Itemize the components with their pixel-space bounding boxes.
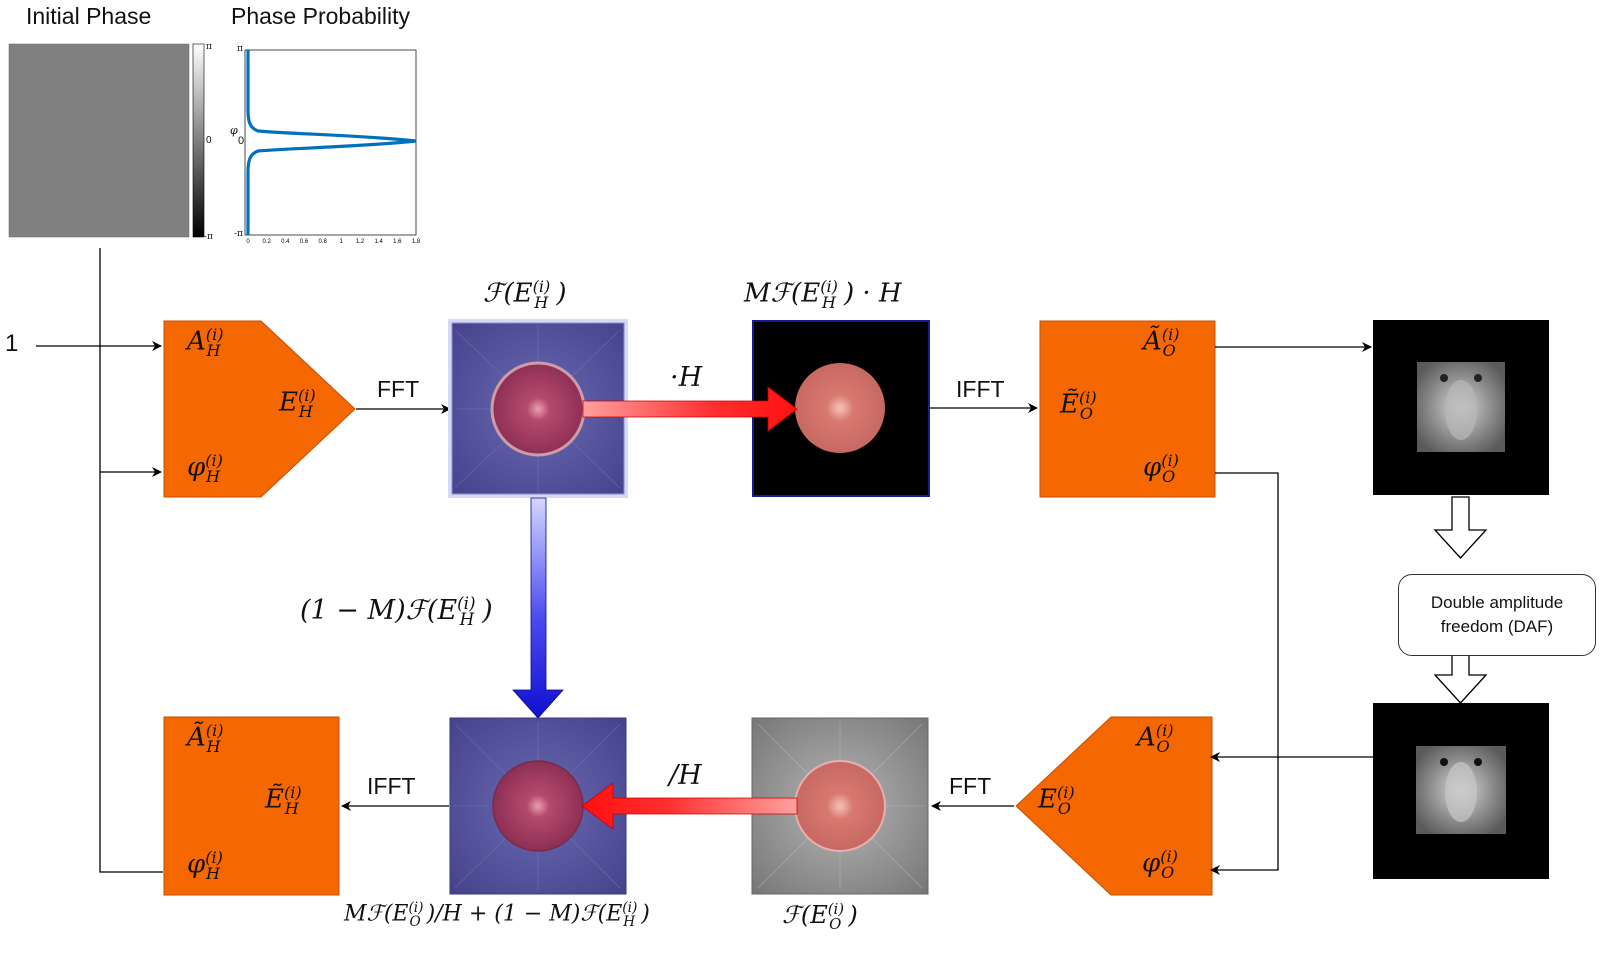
prob-x-tick-label: 1.4 bbox=[374, 239, 383, 245]
colorbar-tick-zero: 0 bbox=[206, 135, 212, 146]
colorbar-tick-neg-pi: -π bbox=[204, 232, 213, 242]
phase-colorbar bbox=[192, 43, 205, 238]
prob-x-ticks: 0 0.2 0.4 0.6 0.8 1 1.2 1.4 1.6 1.8 bbox=[246, 239, 421, 245]
feedback-line-left bbox=[99, 248, 163, 873]
source-top-phase: φ(i)H bbox=[187, 451, 223, 486]
filtered-formula: Mℱ(E(i)H) · H bbox=[744, 277, 902, 312]
source-bottom-field: E(i)O bbox=[1038, 783, 1075, 818]
source-block-bottom bbox=[1015, 716, 1213, 896]
source-top-field: E(i)H bbox=[279, 386, 316, 421]
multiply-h-label: ·H bbox=[670, 362, 703, 393]
divide-h-arrow bbox=[581, 782, 798, 830]
ifft-top-label: IFFT bbox=[956, 376, 1005, 402]
daf-down-arrow-top bbox=[1433, 496, 1488, 559]
complement-formula: (1 − M)ℱ(E(i)H) bbox=[300, 593, 493, 630]
prob-x-tick-label: 1.8 bbox=[412, 239, 421, 245]
prob-x-tick-label: 1 bbox=[340, 239, 344, 245]
colorbar-tick-pi: π bbox=[206, 42, 212, 52]
output-bottom-phase: φ(i)H bbox=[187, 848, 223, 883]
ifft-bottom-label: IFFT bbox=[367, 773, 416, 799]
daf-line-1: Double amplitude bbox=[1430, 593, 1564, 612]
divide-h-label: /H bbox=[669, 760, 702, 791]
source-block-top bbox=[163, 320, 356, 498]
daf-line-2: freedom (DAF) bbox=[1440, 617, 1554, 636]
prob-x-tick-label: 0 bbox=[246, 239, 250, 245]
output-top-phase: φ(i)O bbox=[1143, 451, 1179, 486]
output-block-top bbox=[1039, 320, 1216, 498]
spectrum-top-formula: ℱ(E(i)H) bbox=[483, 277, 567, 312]
daf-box: Double amplitude freedom (DAF) bbox=[1398, 574, 1596, 656]
daf-target-image bbox=[1373, 703, 1549, 879]
output-bottom-field: Ẽ(i)H bbox=[265, 783, 302, 818]
output-spectrum-image bbox=[751, 717, 929, 895]
prob-x-tick-label: 0.6 bbox=[300, 239, 309, 245]
prob-x-tick-label: 0.4 bbox=[281, 239, 290, 245]
prob-y-label: φ bbox=[230, 124, 238, 137]
prob-y-tick-zero: 0 bbox=[238, 135, 245, 147]
output-bottom-amplitude: Ã(i)H bbox=[187, 721, 224, 756]
prob-x-tick-label: 1.6 bbox=[393, 239, 402, 245]
phase-loop-line-right bbox=[1210, 472, 1279, 875]
prob-x-tick-label: 0.8 bbox=[318, 239, 327, 245]
initial-phase-title: Initial Phase bbox=[26, 3, 152, 29]
combined-formula: Mℱ(E(i)O)/H + (1 − M)ℱ(E(i)H) bbox=[344, 900, 650, 930]
source-bottom-amplitude: A(i)O bbox=[1137, 721, 1174, 756]
output-top-amplitude: Ã(i)O bbox=[1143, 325, 1180, 360]
complement-arrow bbox=[512, 497, 564, 719]
output-block-bottom bbox=[163, 716, 340, 896]
phase-probability-curve bbox=[246, 50, 417, 235]
phase-probability-title: Phase Probability bbox=[231, 3, 410, 29]
source-top-amplitude: A(i)H bbox=[187, 325, 224, 360]
input-amplitude-label: 1 bbox=[5, 330, 19, 357]
output-top-field: Ẽ(i)O bbox=[1060, 388, 1097, 423]
initial-phase-image bbox=[8, 43, 190, 238]
prob-x-tick-label: 1.2 bbox=[356, 239, 365, 245]
multiply-h-arrow bbox=[582, 386, 798, 432]
output-spectrum-formula: ℱ(E(i)O) bbox=[782, 900, 858, 933]
fft-top-label: FFT bbox=[377, 376, 420, 402]
source-bottom-phase: φ(i)O bbox=[1142, 847, 1178, 882]
prob-y-tick-pi: π bbox=[237, 44, 243, 54]
prob-x-tick-label: 0.2 bbox=[262, 239, 271, 245]
phase-probability-plot: 0 0.2 0.4 0.6 0.8 1 1.2 1.4 1.6 1.8 bbox=[244, 49, 421, 245]
fft-bottom-label: FFT bbox=[949, 773, 992, 799]
prob-y-tick-neg-pi: -π bbox=[234, 229, 243, 239]
reconstructed-image-top bbox=[1373, 320, 1549, 495]
